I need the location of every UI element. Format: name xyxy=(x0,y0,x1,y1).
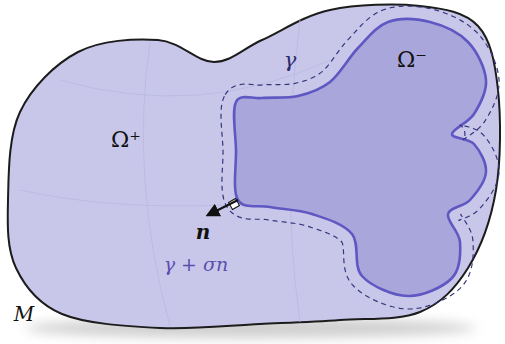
normal-arrow xyxy=(208,200,238,215)
surface-grid-line xyxy=(143,42,170,326)
offset-curve-label: γ + σn xyxy=(164,255,229,274)
region-label: Ω⁺ xyxy=(111,129,141,151)
offset-curve xyxy=(221,6,499,309)
omega-minus-region xyxy=(234,19,486,296)
region-label: Ω⁻ xyxy=(397,49,427,71)
normal-label: n xyxy=(196,222,211,242)
curve-label: γ xyxy=(284,50,297,71)
manifold-outline xyxy=(8,5,500,329)
manifold-label: M xyxy=(14,304,34,324)
